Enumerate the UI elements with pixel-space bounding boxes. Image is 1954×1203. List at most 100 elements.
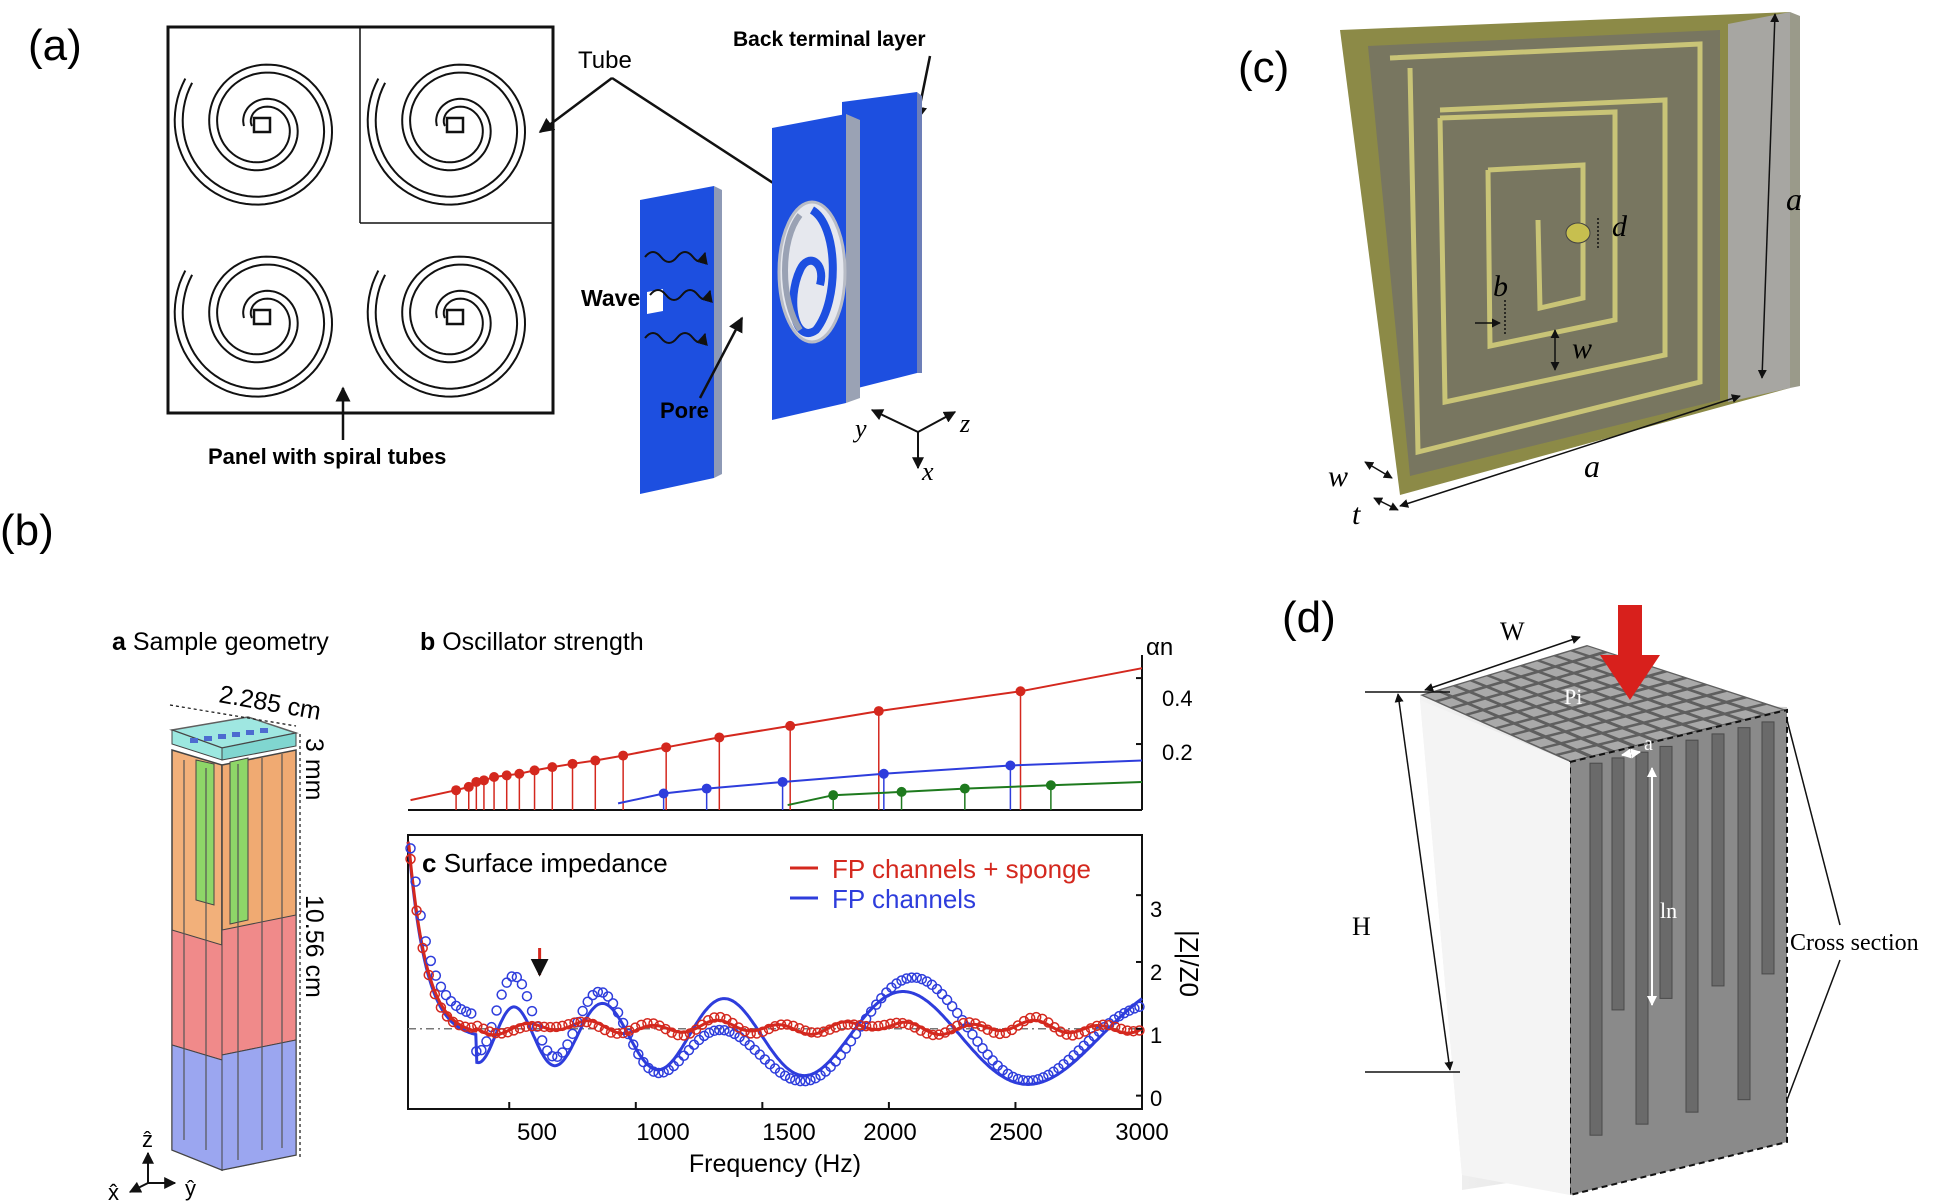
label-wave: Wave (581, 285, 640, 311)
legend-label-channels: FP channels (832, 884, 976, 914)
grid-cell (1505, 701, 1532, 711)
grid-cell (1576, 704, 1604, 714)
dim-lines-d (1365, 635, 1841, 1101)
impedance-marker-channels (617, 1017, 629, 1029)
impedance-marker-sponge (532, 1021, 544, 1032)
impedance-marker-channels (425, 955, 437, 967)
impedance-marker-sponge (927, 1029, 939, 1041)
impedance-marker-channels (1002, 1068, 1014, 1080)
label-panel: Panel with spiral tubes (208, 444, 446, 469)
neck-hole (1565, 222, 1591, 244)
grid-cell (1549, 733, 1577, 742)
impedance-marker-sponge (830, 1022, 841, 1033)
impedance-marker-sponge (1079, 1026, 1091, 1037)
impedance-marker-channels (703, 1027, 715, 1039)
impedance-xlabel: Frequency (Hz) (689, 1150, 861, 1178)
panel-c-tag: (c) (1238, 43, 1289, 92)
section-slot (1737, 727, 1751, 1101)
section-slot (1635, 751, 1649, 1125)
impedance-marker-channels (683, 1044, 695, 1056)
grid-cell (1644, 730, 1674, 740)
impedance-marker-channels (784, 1073, 796, 1084)
sample-height-dim: 10.56 cm (300, 895, 328, 998)
oscillator-point-0-7 (529, 765, 540, 776)
oscillator-point-0-3 (478, 775, 489, 786)
incident-arrow (1600, 605, 1660, 700)
impedance-marker-channels (557, 1047, 568, 1058)
impedance-marker-channels (536, 1035, 548, 1046)
dim-a-right: a (1786, 181, 1802, 217)
impedance-marker-sponge (496, 1028, 507, 1039)
label-pore: Pore (660, 398, 709, 423)
grid-cell (1627, 724, 1657, 734)
grid-cell (1708, 715, 1739, 725)
impedance-marker-sponge (472, 1020, 483, 1032)
grid-cell (1577, 692, 1606, 702)
label-a-d: a (1644, 733, 1653, 755)
impedance-marker-channels (941, 994, 953, 1006)
impedance-marker-channels (607, 998, 619, 1009)
spiral-wall-0 (173, 63, 334, 206)
impedance-marker-sponge (593, 1021, 605, 1033)
impedance-marker-sponge (915, 1025, 927, 1036)
spiral-wall-3 (366, 255, 527, 398)
impedance-marker-sponge (623, 1025, 635, 1037)
oscillator-point-1-0 (658, 788, 669, 799)
impedance-marker-channels (460, 1006, 472, 1017)
impedance-marker-channels (602, 991, 614, 1002)
impedance-marker-sponge (873, 1020, 884, 1032)
oscillator-point-0-5 (501, 770, 512, 781)
impedance-marker-channels (511, 971, 523, 983)
oscillator-point-2-2 (959, 783, 970, 794)
impedance-marker-sponge (569, 1017, 580, 1028)
grid-cell (1610, 717, 1639, 727)
impedance-marker-sponge (557, 1020, 568, 1032)
impedance-marker-channels (541, 1045, 553, 1056)
impedance-marker-sponge (666, 1027, 677, 1038)
grid-cell (1665, 725, 1696, 735)
oscillator-point-0-4 (489, 772, 500, 783)
grid-cell (1556, 709, 1585, 719)
legend-label-sponge: FP channels + sponge (832, 854, 1091, 884)
impedance-marker-channels (612, 1007, 624, 1018)
axis-label-y: y (852, 414, 867, 443)
axis-label-x: x (921, 457, 934, 486)
impedance-marker-channels (1017, 1074, 1029, 1086)
oscillator-point-0-15 (873, 706, 884, 717)
impedance-marker-sponge (435, 1002, 447, 1013)
impedance-marker-sponge (405, 853, 416, 865)
impedance-marker-sponge (951, 1020, 963, 1032)
impedance-marker-sponge (630, 1022, 641, 1033)
grid-cell (1521, 708, 1549, 717)
dim-w-outer: w (1328, 460, 1348, 493)
impedance-marker-channels (1113, 1010, 1125, 1022)
grid-cell (1648, 719, 1678, 728)
impedance-marker-sponge (976, 1021, 987, 1032)
impedance-marker-sponge (617, 1027, 629, 1039)
grid-cell (1489, 694, 1516, 704)
impedance-title: c Surface impedance (422, 848, 668, 878)
grid-cell (1544, 744, 1572, 754)
impedance-marker-sponge (1128, 1025, 1139, 1037)
spiral-pore-1 (445, 116, 465, 134)
impedance-marker-sponge (970, 1018, 981, 1029)
impedance-marker-channels (810, 1072, 821, 1084)
oscillator-ylabel: αn (1146, 634, 1173, 661)
impedance-marker-sponge (459, 1021, 471, 1033)
grid-cell (1672, 678, 1703, 688)
grid-cell (1529, 738, 1557, 748)
grid-cell (1593, 711, 1622, 720)
oscillator-trend-0 (410, 667, 1143, 802)
impedance-marker-sponge (763, 1023, 775, 1035)
grid-cell (1573, 716, 1602, 726)
impedance-marker-channels (865, 1006, 877, 1017)
xtick-1000: 1000 (636, 1119, 689, 1146)
impedance-marker-channels (491, 1005, 502, 1016)
impedance-marker-sponge (538, 1021, 550, 1033)
spiral-3 (374, 263, 519, 390)
dim-b: b (1493, 270, 1508, 303)
impedance-marker-sponge (1073, 1028, 1084, 1040)
impedance-marker-sponge (544, 1021, 556, 1033)
impedance-marker-sponge (885, 1018, 896, 1029)
